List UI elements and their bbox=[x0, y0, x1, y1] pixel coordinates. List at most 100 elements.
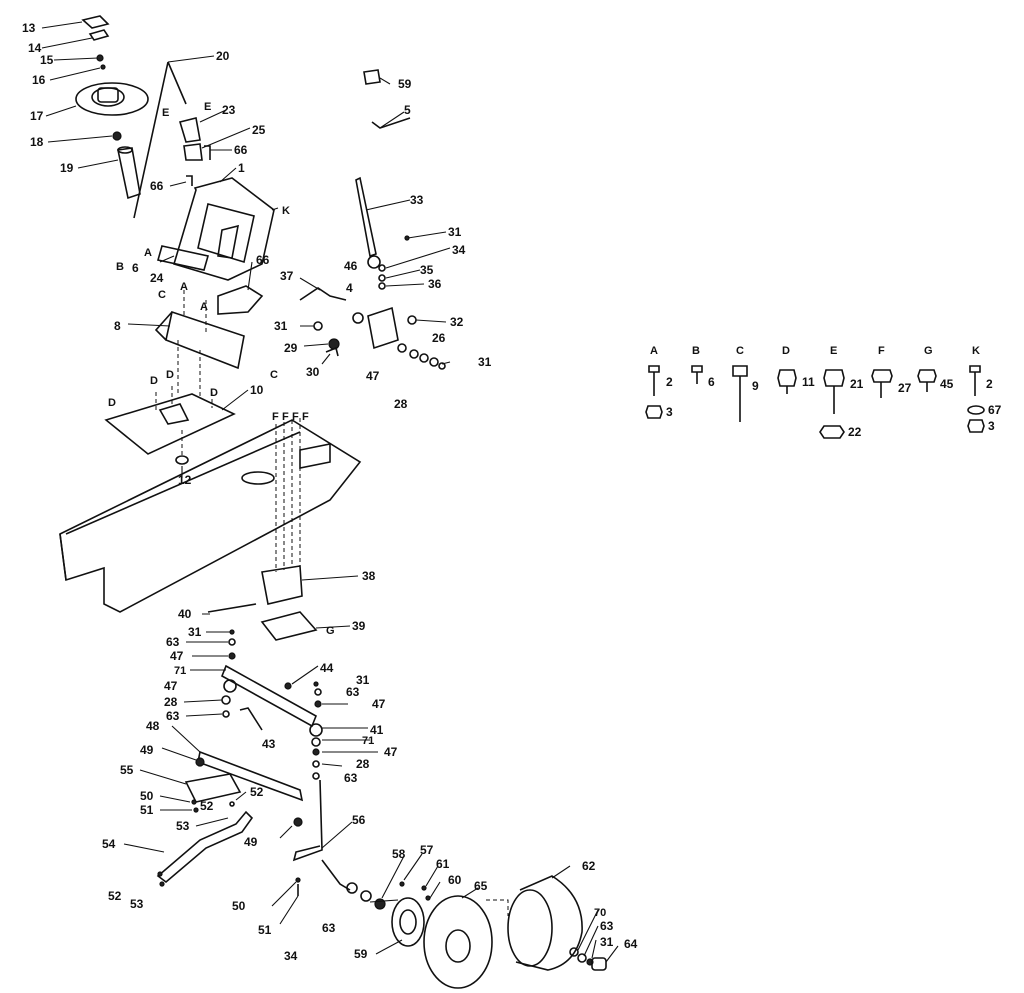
label-64: 64 bbox=[624, 937, 638, 951]
label-52-b: 52 bbox=[200, 799, 214, 813]
label-66-a: 66 bbox=[234, 143, 248, 157]
spring-part-46 bbox=[367, 255, 381, 269]
dash-panel-face bbox=[197, 203, 255, 264]
steering-wheel-center bbox=[97, 87, 119, 103]
letter-G-1: G bbox=[326, 625, 335, 637]
bearing-part-18 bbox=[112, 131, 122, 141]
letter-C-1: C bbox=[158, 289, 166, 301]
bracket-part-38 bbox=[261, 565, 303, 605]
nut-part-49b bbox=[293, 817, 303, 827]
bushing-part-71b bbox=[311, 737, 321, 747]
dash-tower-group bbox=[104, 177, 275, 465]
rod-part-37 bbox=[299, 287, 347, 301]
tractor-frame bbox=[59, 419, 362, 613]
label-31-d: 31 bbox=[188, 625, 202, 639]
frame-top-edge bbox=[65, 431, 301, 535]
label-25: 25 bbox=[252, 123, 266, 137]
tire-part-62 bbox=[515, 875, 583, 971]
nut-part-31c bbox=[438, 362, 446, 370]
bushing-part-41 bbox=[309, 723, 323, 737]
part-59-top bbox=[363, 69, 381, 85]
label-46: 46 bbox=[344, 259, 358, 273]
spindle-axle bbox=[321, 859, 351, 891]
letter-D-1: D bbox=[108, 397, 116, 409]
label-59: 59 bbox=[354, 947, 368, 961]
letter-A-2: A bbox=[180, 281, 188, 293]
bracket-part-66c bbox=[217, 285, 264, 315]
washer-part-70 bbox=[569, 947, 579, 957]
label-60: 60 bbox=[448, 873, 462, 887]
label-55: 55 bbox=[120, 763, 134, 777]
hw-washer-K-icon bbox=[967, 405, 985, 415]
washer-part-47e bbox=[312, 748, 320, 756]
dash-panel-part-1 bbox=[173, 177, 275, 281]
spindle-part-56 bbox=[292, 779, 323, 862]
hw-letter-C: C bbox=[736, 345, 744, 357]
label-38: 38 bbox=[362, 569, 376, 583]
gear-part-29 bbox=[328, 338, 340, 350]
hub-inner bbox=[399, 909, 417, 935]
washer-part-28c bbox=[312, 760, 320, 768]
label-30: 30 bbox=[306, 365, 320, 379]
rim-part-65 bbox=[423, 895, 493, 989]
hw-nut-A-num: 3 bbox=[666, 405, 673, 419]
nut-part-49a bbox=[195, 757, 205, 767]
insert-part-14 bbox=[88, 29, 110, 41]
fitting-part-57 bbox=[399, 881, 405, 887]
dash-panel-slot bbox=[217, 224, 240, 259]
bolt-part-43 bbox=[239, 707, 263, 731]
panel-part-8-edge bbox=[154, 311, 173, 341]
label-40: 40 bbox=[178, 607, 192, 621]
steering-shaft-part-33 bbox=[355, 176, 377, 258]
hw-letter-K: K bbox=[972, 345, 980, 357]
pin-part-30 bbox=[325, 346, 339, 357]
label-35: 35 bbox=[420, 263, 434, 277]
panel-part-8 bbox=[165, 310, 245, 370]
hw-letter-E: E bbox=[830, 345, 837, 357]
label-13: 13 bbox=[22, 21, 36, 35]
bolt-part-50b bbox=[295, 877, 301, 883]
label-28-c: 28 bbox=[356, 757, 370, 771]
washer-part-47a bbox=[397, 343, 407, 353]
washer-part-51a bbox=[193, 807, 199, 813]
label-31-b: 31 bbox=[274, 319, 288, 333]
label-36: 36 bbox=[428, 277, 442, 291]
hw-bolt-C-num: 9 bbox=[752, 379, 759, 393]
letter-A-1: A bbox=[144, 247, 152, 259]
hw-letter-A: A bbox=[650, 345, 658, 357]
label-14: 14 bbox=[28, 41, 42, 55]
label-62: 62 bbox=[582, 859, 596, 873]
frame-slot bbox=[299, 443, 331, 469]
label-37: 37 bbox=[280, 269, 294, 283]
hw-bolt-C-icon bbox=[732, 365, 748, 422]
label-39: 39 bbox=[352, 619, 366, 633]
label-51-a: 51 bbox=[140, 803, 154, 817]
floor-plate-cutout bbox=[158, 403, 190, 425]
letter-F-3: F bbox=[292, 411, 299, 423]
nut-part-52c bbox=[157, 871, 163, 877]
hw-letter-D: D bbox=[782, 345, 790, 357]
letter-K-1: K bbox=[282, 205, 290, 217]
letter-D-4: D bbox=[210, 387, 218, 399]
label-71-b: 71 bbox=[362, 735, 374, 747]
hw-bolt-K-icon bbox=[969, 365, 981, 396]
frame-group bbox=[59, 418, 362, 613]
label-4: 4 bbox=[346, 281, 353, 295]
label-47-e: 47 bbox=[384, 745, 398, 759]
pin-part-66a bbox=[204, 145, 211, 160]
label-5: 5 bbox=[404, 103, 411, 117]
label-43: 43 bbox=[262, 737, 276, 751]
dash-lower-part-24 bbox=[156, 245, 210, 271]
washer-part-28a-2 bbox=[419, 353, 429, 363]
hw-bolt-A-icon bbox=[648, 365, 660, 396]
hw-nut-K-icon bbox=[967, 419, 985, 433]
lower-linkage-group bbox=[156, 750, 431, 910]
letter-E-2: E bbox=[204, 101, 211, 113]
label-12: 12 bbox=[178, 473, 192, 487]
floor-plate-part-10 bbox=[104, 393, 236, 455]
nut-part-31d bbox=[229, 629, 235, 635]
tire-sidewall bbox=[507, 889, 553, 967]
washer-part-63c bbox=[222, 710, 230, 718]
label-41: 41 bbox=[370, 723, 384, 737]
label-47-d: 47 bbox=[372, 697, 386, 711]
